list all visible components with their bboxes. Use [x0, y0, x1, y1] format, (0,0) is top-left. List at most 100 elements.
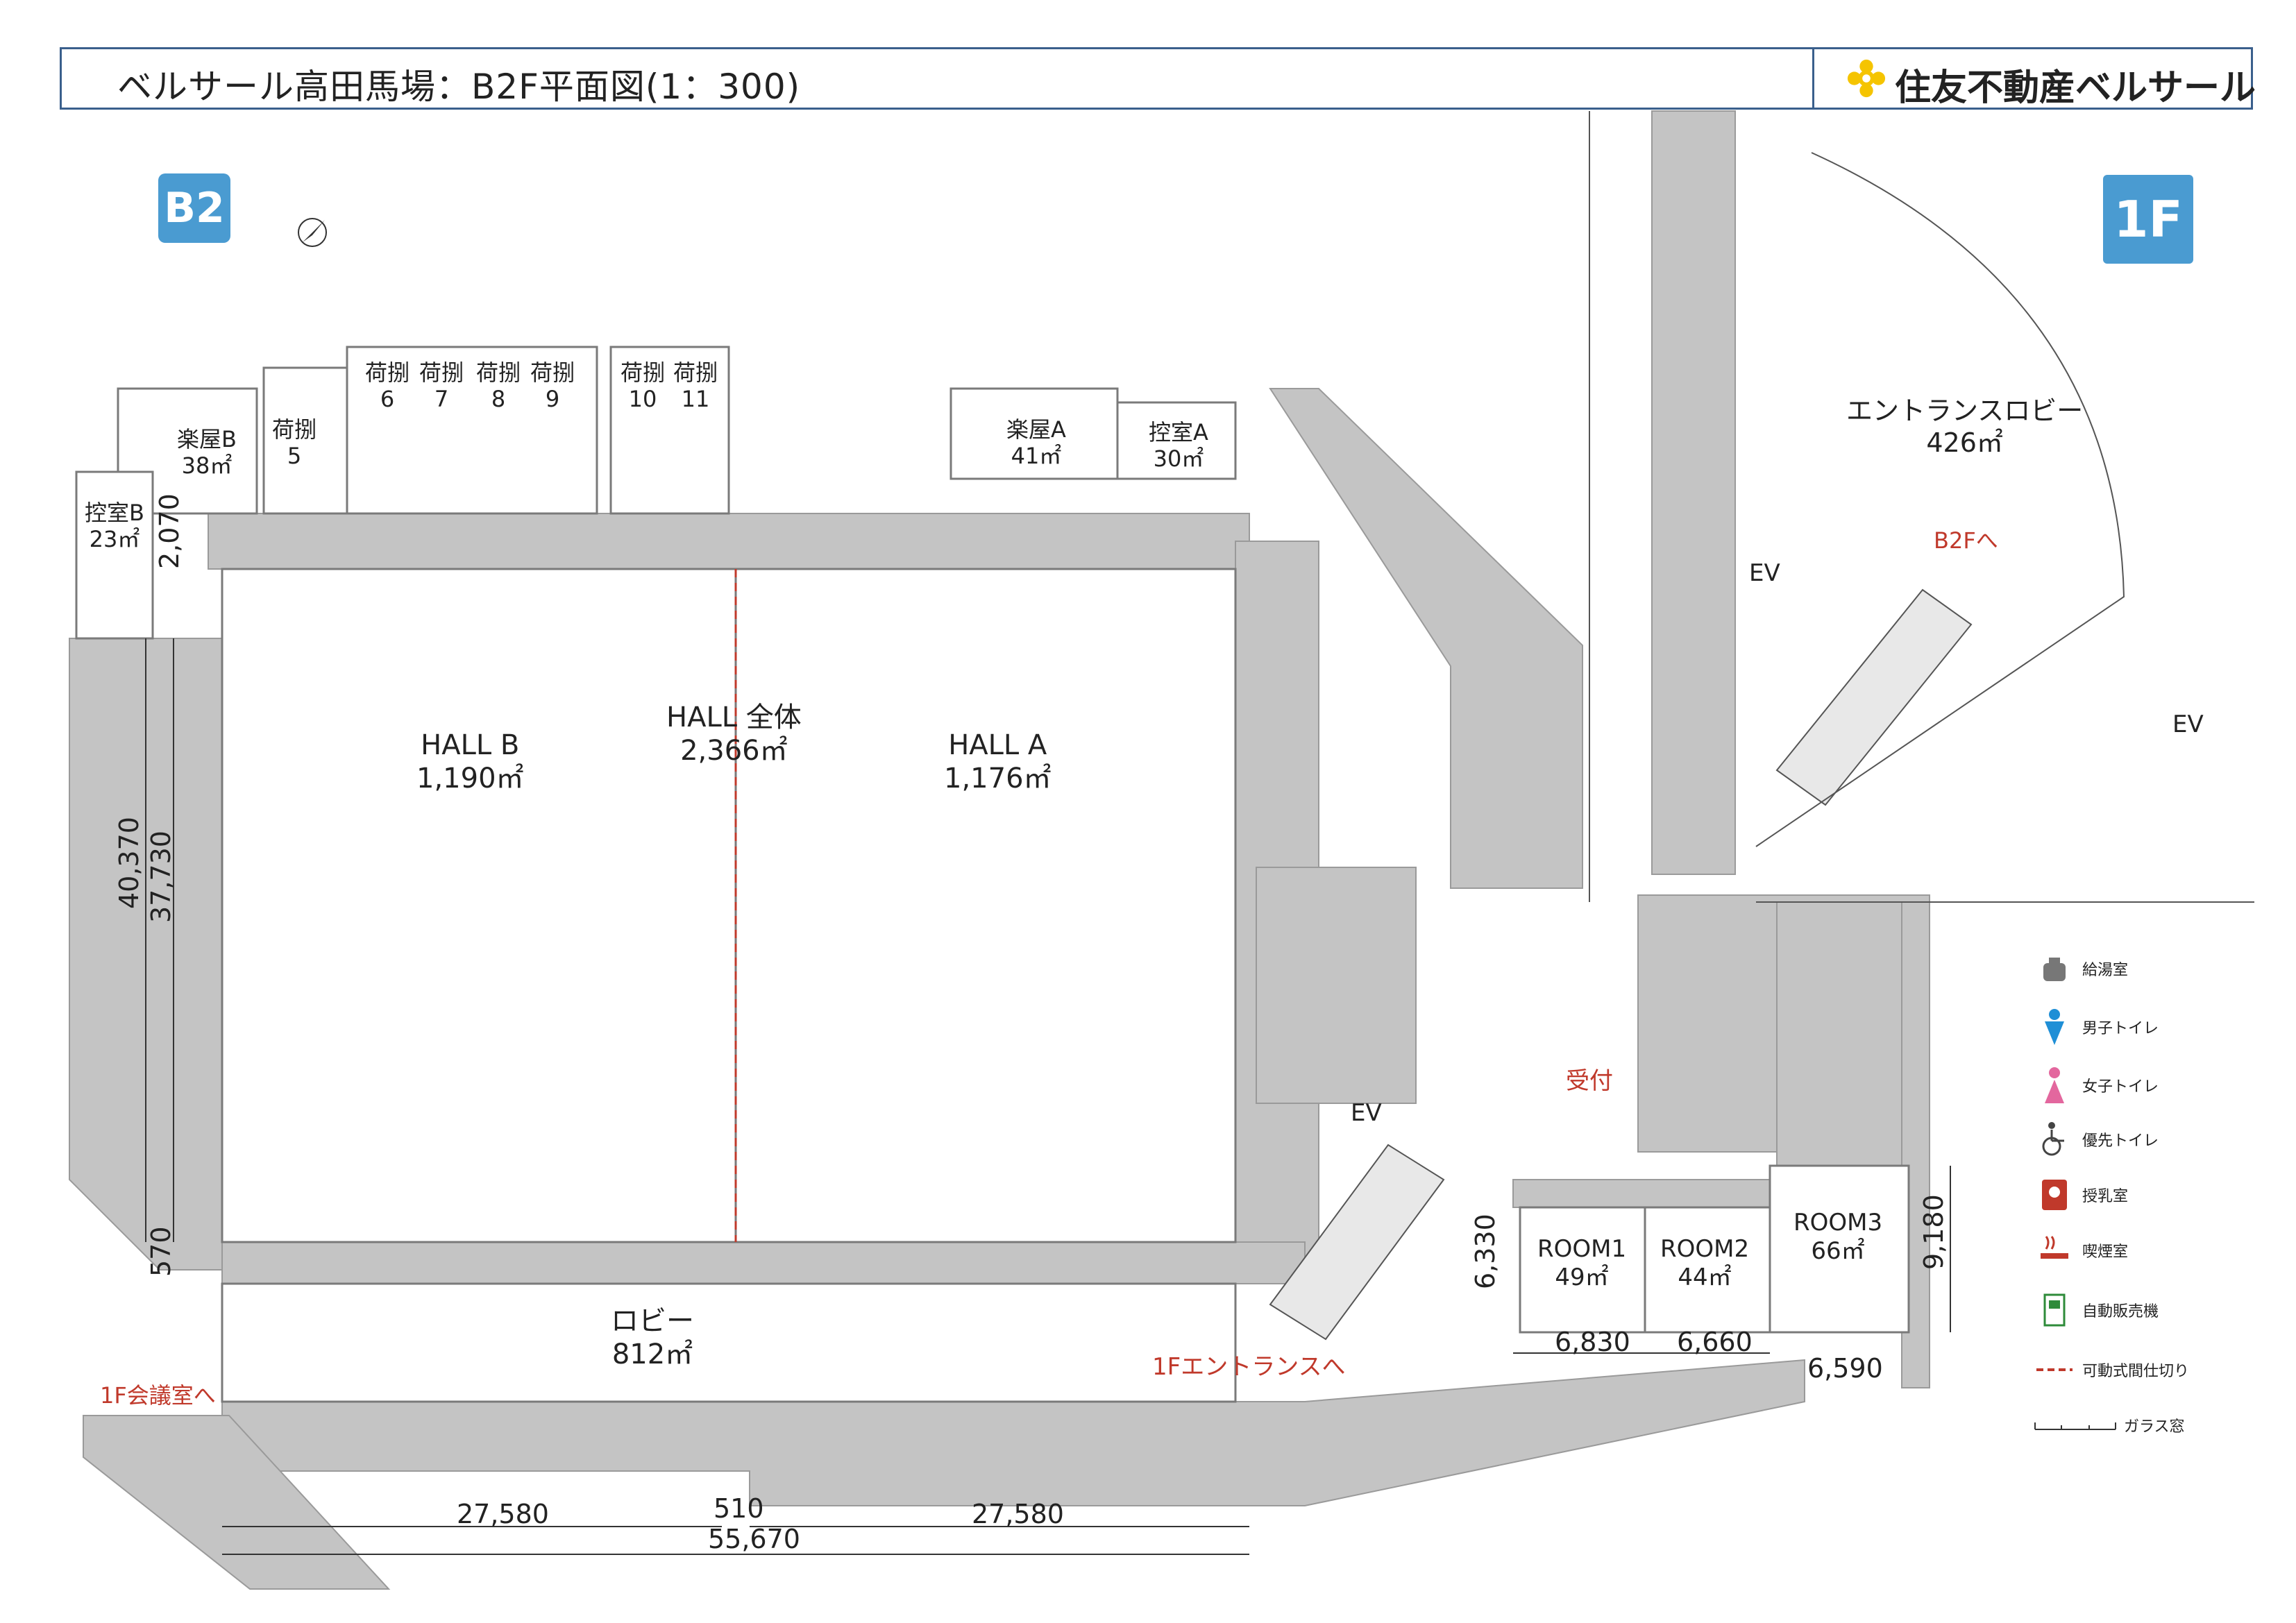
storage-11-label: 荷捌: [673, 359, 718, 386]
hall-all-name: HALL 全体: [666, 702, 802, 733]
room1-label: ROOM1 49㎡: [1537, 1235, 1626, 1292]
north-corridor-wall: [208, 513, 1250, 570]
vending-machine-icon: [2043, 1293, 2066, 1327]
glass-window-icon: [2034, 1422, 2116, 1430]
legend-label-female-toilet: 女子トイレ: [2082, 1078, 2159, 1096]
gakuya-b-label: 楽屋B 38㎡: [177, 426, 237, 479]
storage-rooms-6-9: [346, 346, 598, 515]
page-title: ベルサール高田馬場：B2F平面図(1：300): [117, 67, 801, 107]
hall-a-area-text: 1,176㎡: [944, 763, 1052, 794]
hall-a-label: HALL A 1,176㎡: [944, 729, 1052, 795]
wheelchair-icon: [2042, 1122, 2064, 1156]
floor-badge-b2: B2: [158, 173, 230, 243]
brand-logo-icon: [1847, 59, 1886, 98]
hikae-b-area-text: 23㎡: [89, 526, 140, 553]
dim-2070: 2,070: [154, 493, 185, 569]
storage-10-number: 10: [628, 386, 657, 413]
room1-name: ROOM1: [1537, 1235, 1627, 1263]
to-b2f-label: B2Fへ: [1934, 527, 1998, 554]
hikae-a-label: 控室A 30㎡: [1149, 419, 1208, 473]
hall-b-area-text: 1,190㎡: [416, 763, 524, 794]
hikae-a-area-text: 30㎡: [1153, 445, 1204, 473]
ev-label-1f-a: EV: [1749, 559, 1780, 587]
lobby-south-wall: [221, 1359, 1805, 1506]
room3-label: ROOM3 66㎡: [1793, 1209, 1882, 1266]
dim-6830: 6,830: [1555, 1327, 1630, 1357]
ev-label-1f-b: EV: [2172, 711, 2204, 738]
entrance-lobby-curve: [1755, 152, 2125, 847]
kettle-icon: [2043, 958, 2066, 981]
female-toilet-icon: [2045, 1067, 2064, 1103]
ev-label-b2: EV: [1351, 1099, 1382, 1127]
brand-name: 住友不動産ベルサール: [1895, 67, 2256, 109]
east-block: [1776, 901, 1916, 1180]
header-divider: [1812, 49, 1814, 108]
gakuya-a-name: 楽屋A: [1006, 416, 1066, 443]
entrance-lobby-area-text: 426㎡: [1926, 427, 2003, 458]
legend-label-wheelchair: 優先トイレ: [2082, 1132, 2159, 1150]
storage-5-number: 5: [287, 443, 302, 470]
legend-label-partition: 可動式間仕切り: [2082, 1363, 2190, 1380]
southwest-ramp: [83, 1415, 391, 1590]
entrance-lobby-label: エントランスロビー 426㎡: [1846, 396, 2083, 459]
storage-9-number: 9: [545, 386, 560, 413]
reception-label: 受付: [1566, 1067, 1613, 1095]
dim-37730: 37,730: [146, 831, 176, 923]
to-1f-meeting-label: 1F会議室へ: [100, 1382, 216, 1409]
room2-area: [1644, 1206, 1771, 1334]
dim-40370: 40,370: [114, 817, 144, 909]
storage-11-number: 11: [681, 386, 710, 413]
nursing-room-icon: [2042, 1180, 2067, 1210]
dim-510: 510: [714, 1493, 764, 1524]
male-toilet-icon: [2045, 1009, 2064, 1045]
hall-all-label: HALL 全体 2,366㎡: [666, 701, 802, 767]
to-1f-entrance-label: 1Fエントランスへ: [1152, 1353, 1346, 1381]
central-core-1f: [1651, 110, 1736, 875]
legend-label-glass: ガラス窓: [2124, 1418, 2185, 1436]
legend-label-smoking: 喫煙室: [2082, 1243, 2129, 1261]
room2-name: ROOM2: [1660, 1235, 1750, 1263]
room-wall-block: [1512, 1179, 1805, 1208]
room3-area: [1769, 1164, 1910, 1334]
storage-6-number: 6: [380, 386, 395, 413]
room3-name: ROOM3: [1793, 1209, 1883, 1237]
storage-6-label: 荷捌: [365, 359, 410, 386]
hall-all-area-text: 2,366㎡: [680, 735, 788, 767]
storage-8-label: 荷捌: [476, 359, 521, 386]
dim-6660: 6,660: [1677, 1327, 1753, 1357]
ev-core-b2: [1256, 867, 1417, 1104]
storage-10-label: 荷捌: [621, 359, 666, 386]
legend-label-nursing: 授乳室: [2082, 1188, 2129, 1205]
storage-5-label: 荷捌: [272, 416, 317, 443]
storage-9-label: 荷捌: [530, 359, 575, 386]
storage-8-number: 8: [491, 386, 506, 413]
dim-27580-right: 27,580: [972, 1499, 1064, 1529]
room1-area-text: 49㎡: [1555, 1263, 1609, 1291]
hikae-b-label: 控室B 23㎡: [85, 500, 144, 553]
hall-b-name: HALL B: [421, 729, 520, 761]
gakuya-a-label: 楽屋A 41㎡: [1006, 416, 1066, 470]
hall-a-area: [734, 568, 1237, 1243]
gakuya-b-name: 楽屋B: [177, 426, 237, 452]
lobby-area-text: 812㎡: [611, 1339, 693, 1370]
dim-55670: 55,670: [708, 1524, 800, 1554]
dim-6330: 6,330: [1470, 1214, 1501, 1289]
floor-badge-1f: 1F: [2103, 175, 2193, 264]
south-corridor-wall: [221, 1241, 1306, 1284]
title-bar: ベルサール高田馬場：B2F平面図(1：300): [60, 47, 2253, 110]
hall-b-label: HALL B 1,190㎡: [416, 729, 524, 795]
room2-label: ROOM2 44㎡: [1660, 1235, 1749, 1292]
storage-room-5: [262, 366, 348, 515]
room1-area: [1519, 1206, 1646, 1334]
legend-label-kettle: 給湯室: [2082, 962, 2129, 979]
hikae-a-room: [1116, 401, 1237, 480]
smoking-room-icon: [2041, 1236, 2068, 1259]
lobby-area: [221, 1282, 1237, 1403]
